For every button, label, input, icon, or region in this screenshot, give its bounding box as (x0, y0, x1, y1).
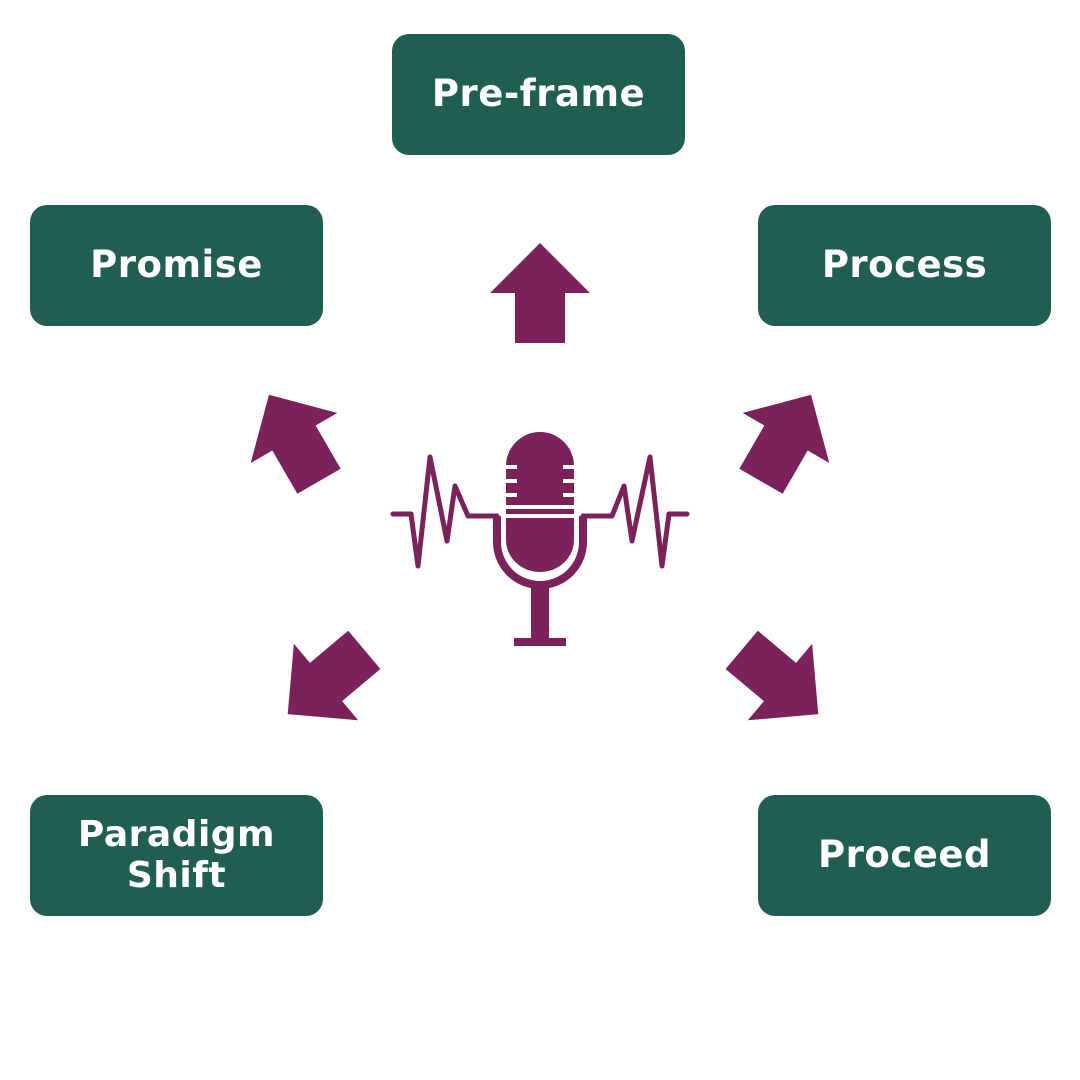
arrows-group (225, 243, 855, 753)
node-promise: Promise (30, 205, 323, 326)
mic-stem-icon (531, 588, 549, 640)
mic-holder-icon (493, 516, 587, 589)
arrow-upper-right-icon (717, 369, 855, 507)
soundwave-right-icon (580, 454, 690, 569)
microphone-icon (390, 432, 690, 646)
node-label: Paradigm Shift (77, 814, 276, 896)
arrow-upper-left-icon (225, 369, 363, 507)
node-pre-frame: Pre-frame (392, 34, 685, 155)
arrow-lower-left-icon (255, 611, 397, 753)
mic-capsule-icon (506, 432, 574, 572)
node-label: Proceed (818, 833, 991, 877)
mic-grille (504, 465, 576, 518)
arrow-up-icon (490, 243, 590, 343)
node-label: Promise (90, 243, 263, 287)
node-label: Pre-frame (431, 72, 646, 116)
node-label-line: Paradigm (77, 814, 276, 856)
node-proceed: Proceed (758, 795, 1051, 916)
arrow-lower-right-icon (709, 611, 851, 753)
node-paradigm-shift: Paradigm Shift (30, 795, 323, 916)
node-label-line: Shift (126, 854, 227, 896)
node-label: Process (821, 243, 988, 287)
mic-base-icon (514, 638, 566, 646)
node-process: Process (758, 205, 1051, 326)
soundwave-left-icon (390, 454, 500, 569)
